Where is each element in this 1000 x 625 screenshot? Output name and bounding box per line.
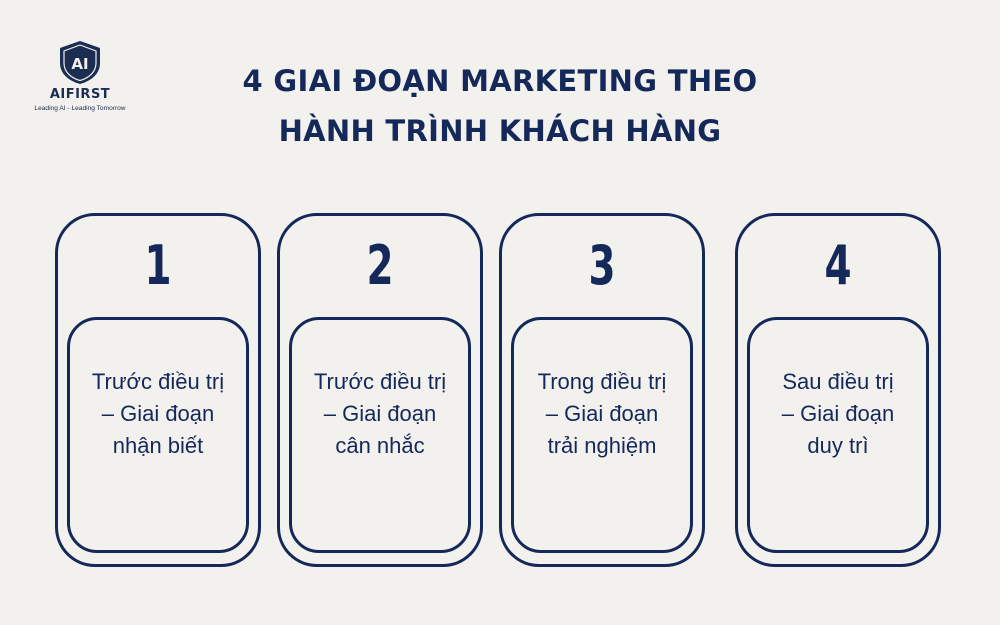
stage-description-line: – Giai đoạn: [781, 401, 895, 426]
stage-description-line: – Giai đoạn: [101, 401, 215, 426]
stage-description-line: nhận biết: [112, 433, 204, 458]
stage-number: 4: [824, 234, 852, 297]
stage-description-line: Sau điều trị: [782, 369, 894, 394]
stage-description: Trước điều trị – Giai đoạn nhận biết: [76, 366, 240, 462]
logo-tagline: Leading AI - Leading Tomorrow: [34, 105, 126, 112]
stage-description-line: Trong điều trị: [537, 369, 667, 394]
stage-number: 3: [588, 234, 616, 297]
stage-description-line: Trước điều trị: [313, 369, 447, 394]
stage-description-box: Trước điều trị – Giai đoạn nhận biết: [67, 317, 249, 553]
stage-card-3: 3 Trong điều trị – Giai đoạn trải nghiệm: [499, 213, 705, 567]
logo-name: AIFIRST: [49, 87, 111, 102]
stage-description-box: Trong điều trị – Giai đoạn trải nghiệm: [511, 317, 693, 553]
stage-description: Sau điều trị – Giai đoạn duy trì: [756, 366, 920, 462]
title-line-2: HÀNH TRÌNH KHÁCH HÀNG: [278, 114, 722, 148]
shield-ai-icon: AI: [60, 41, 100, 84]
brand-logo: AI AIFIRST Leading AI - Leading Tomorrow: [28, 38, 132, 112]
stage-description: Trong điều trị – Giai đoạn trải nghiệm: [520, 366, 684, 462]
stage-number: 1: [144, 234, 172, 297]
stage-card-2: 2 Trước điều trị – Giai đoạn cân nhắc: [277, 213, 483, 567]
stage-description-line: trải nghiệm: [547, 433, 657, 458]
stage-description-line: – Giai đoạn: [323, 401, 437, 426]
stage-description-line: Trước điều trị: [91, 369, 225, 394]
stage-card-4: 4 Sau điều trị – Giai đoạn duy trì: [735, 213, 941, 567]
title-line-1: 4 GIAI ĐOẠN MARKETING THEO: [242, 64, 758, 98]
stage-number: 2: [366, 234, 394, 297]
stage-description-line: – Giai đoạn: [545, 401, 659, 426]
stage-description-box: Sau điều trị – Giai đoạn duy trì: [747, 317, 929, 553]
stage-description-line: cân nhắc: [335, 433, 425, 458]
stage-card-1: 1 Trước điều trị – Giai đoạn nhận biết: [55, 213, 261, 567]
page-title: 4 GIAI ĐOẠN MARKETING THEO HÀNH TRÌNH KH…: [180, 56, 820, 156]
stage-description-box: Trước điều trị – Giai đoạn cân nhắc: [289, 317, 471, 553]
logo-mark: AI: [71, 55, 88, 73]
stage-description: Trước điều trị – Giai đoạn cân nhắc: [298, 366, 462, 462]
stage-description-line: duy trì: [807, 433, 869, 458]
